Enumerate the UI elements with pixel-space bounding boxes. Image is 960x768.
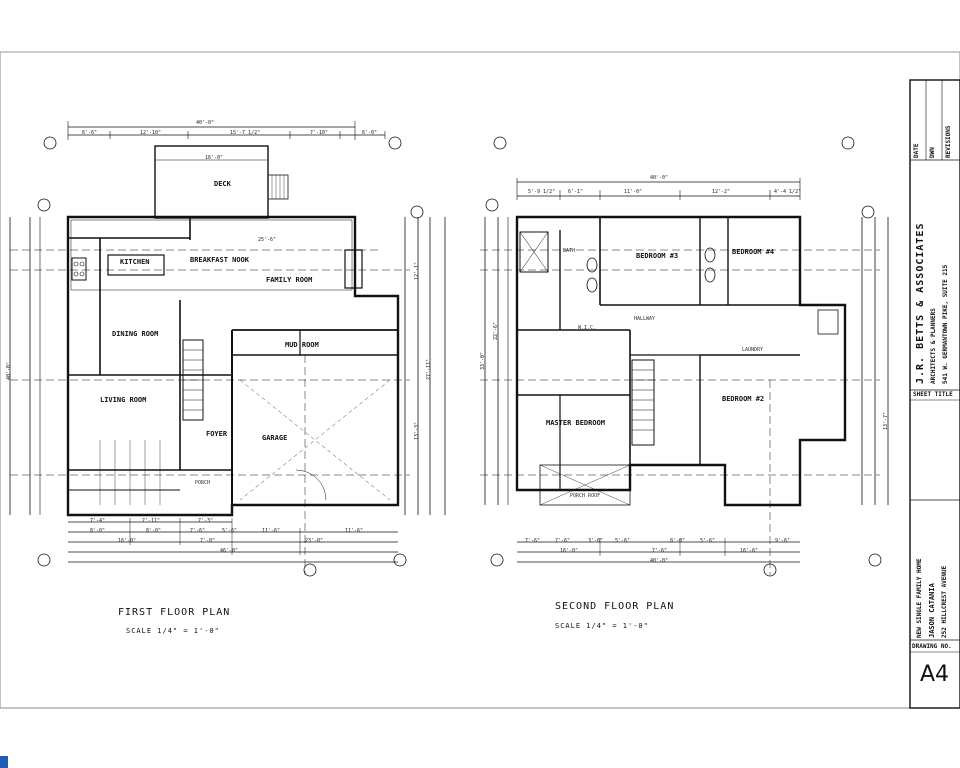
ff-bottom-dim-8: 11'-6" <box>262 528 281 534</box>
second-floor-title: SECOND FLOOR PLAN <box>555 601 675 612</box>
first-floor-plan <box>9 121 446 577</box>
sf-bottom-dim-3: 3'-6" <box>588 538 604 544</box>
sf-side-dim-2: 22'-6" <box>493 321 499 340</box>
ff-side-dim-3: 13'-3" <box>414 421 420 440</box>
client-name: JASON CATANIA <box>928 583 936 638</box>
sf-bottom-dim-8: 16'-0" <box>560 548 579 554</box>
sf-room-hallway: HALLWAY <box>634 316 656 322</box>
ff-bottom-dim-10: 16'-0" <box>118 538 137 544</box>
ff-top-dim-5: 6'-0" <box>362 130 378 136</box>
sf-bottom-dim-10: 16'-6" <box>740 548 759 554</box>
ff-bottom-dim-9: 11'-6" <box>345 528 364 534</box>
ff-room-garage: GARAGE <box>262 434 288 442</box>
first-floor-scale: SCALE 1/4" = 1'-0" <box>126 627 220 635</box>
sf-room-wic: W.I.C. <box>578 325 597 331</box>
corner-badge-icon <box>0 756 8 768</box>
sf-room-laundry: LAUNDRY <box>742 347 764 353</box>
sf-room-porch-roof: PORCH ROOF <box>570 493 601 499</box>
sf-bottom-dim-overall: 40'-0" <box>650 558 669 564</box>
sf-room-bath: BATH <box>563 248 576 254</box>
ff-room-foyer: FOYER <box>206 430 228 438</box>
ff-top-dim-2: 12'-10" <box>140 130 162 136</box>
ff-room-porch: PORCH <box>195 480 211 486</box>
firm-subtitle: ARCHITECTS & PLANNERS <box>930 308 937 384</box>
sf-top-dim-1: 5'-9 1/2" <box>528 189 556 195</box>
site-address: 252 HILLCREST AVENUE <box>941 565 948 638</box>
sf-side-dim-3: 13'-7" <box>883 411 889 430</box>
date-label: DATE <box>913 143 920 158</box>
sf-bottom-dim-9: 7'-6" <box>652 548 668 554</box>
ff-top-dim-4: 7'-10" <box>310 130 329 136</box>
ff-side-dim-1: 40'-0" <box>6 361 12 380</box>
sf-bottom-dim-6: 5'-6" <box>700 538 716 544</box>
sf-bottom-dim-5: 8'-0" <box>670 538 686 544</box>
ff-top-dim-1: 6'-6" <box>82 130 98 136</box>
title-block: DATE DWN REVISIONS J.R. BETTS & ASSOCIAT… <box>910 80 960 708</box>
sf-room-bedroom4: BEDROOM #4 <box>732 248 775 256</box>
ff-bottom-dim-3: 7'-3" <box>198 518 214 524</box>
sf-bottom-dim-7: 9'-6" <box>775 538 791 544</box>
drawing-no-label: DRAWING NO. <box>912 643 952 650</box>
sf-bottom-dim-4: 5'-6" <box>615 538 631 544</box>
sf-room-master: MASTER BEDROOM <box>546 419 606 427</box>
ff-bottom-dim-1: 7'-4" <box>90 518 106 524</box>
ff-bottom-dim-5: 8'-0" <box>146 528 162 534</box>
ff-deck-dim: 16'-0" <box>205 155 224 161</box>
ff-room-deck: DECK <box>214 180 231 188</box>
ff-bottom-dim-6: 7'-6" <box>190 528 206 534</box>
sf-side-dim-1: 33'-0" <box>480 351 486 370</box>
drawing-number: A4 <box>920 662 950 687</box>
ff-bottom-dim-2: 7'-11" <box>142 518 161 524</box>
sf-top-dim-2: 6'-1" <box>568 189 584 195</box>
ff-bottom-dim-overall: 46'-0" <box>220 548 239 554</box>
sheet-title-label: SHEET TITLE <box>913 391 953 398</box>
project-name: NEW SINGLE FAMILY HOME <box>916 558 923 638</box>
firm-address: 541 W. GERMANTOWN PIKE, SUITE 215 <box>942 264 949 384</box>
ff-bottom-dim-4: 8'-0" <box>90 528 106 534</box>
ff-top-dim-3: 15'-7 1/2" <box>230 130 261 136</box>
sf-top-dim-5: 4'-4 1/2" <box>774 189 802 195</box>
ff-bottom-dim-12: 23'-0" <box>305 538 324 544</box>
ff-room-kitchen: KITCHEN <box>120 258 150 266</box>
sf-bottom-dim-2: 7'-6" <box>555 538 571 544</box>
ff-top-dim-overall: 40'-0" <box>196 120 215 126</box>
sf-room-bedroom2: BEDROOM #2 <box>722 395 765 403</box>
sf-room-bedroom3: BEDROOM #3 <box>636 252 679 260</box>
ff-bottom-dim-7: 5'-6" <box>222 528 238 534</box>
first-floor-title: FIRST FLOOR PLAN <box>118 607 231 618</box>
ff-bottom-dim-11: 7'-0" <box>200 538 216 544</box>
ff-room-family-room: FAMILY ROOM <box>266 276 313 284</box>
second-floor-plan <box>480 136 889 577</box>
sf-top-dim-4: 12'-2" <box>712 189 731 195</box>
ff-room-breakfast-nook: BREAKFAST NOOK <box>190 256 250 264</box>
sf-bottom-dim-1: 7'-6" <box>525 538 541 544</box>
dwn-label: DWN <box>929 147 936 158</box>
sf-top-dim-overall: 40'-0" <box>650 175 669 181</box>
ff-family-dim: 25'-6" <box>258 237 277 243</box>
ff-side-dim-4: 12'-1" <box>414 261 420 280</box>
ff-side-dim-2: 27'-11" <box>426 358 432 380</box>
title-block-frame <box>909 79 960 709</box>
second-floor-scale: SCALE 1/4" = 1'-0" <box>555 622 649 630</box>
ff-room-living-room: LIVING ROOM <box>100 396 147 404</box>
ff-room-mud-room: MUD ROOM <box>285 341 319 349</box>
firm-name: J.R. BETTS & ASSOCIATES <box>915 222 926 384</box>
sf-top-dim-3: 11'-0" <box>624 189 643 195</box>
revisions-label: REVISIONS <box>945 125 952 158</box>
ff-room-dining-room: DINING ROOM <box>112 330 159 338</box>
